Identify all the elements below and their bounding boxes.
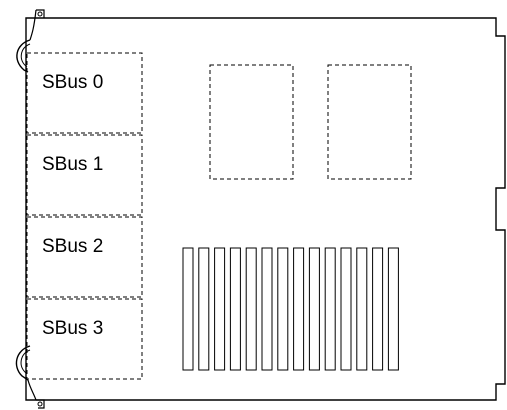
memory-slot[interactable] [308, 247, 320, 371]
memory-slot[interactable] [356, 247, 368, 371]
bottom-ejector-lever[interactable] [15, 345, 45, 409]
memory-slot[interactable] [340, 247, 352, 371]
sbus-slot-1-label: SBus 1 [42, 154, 103, 175]
memory-slot[interactable] [214, 247, 226, 371]
sbus-slot-0[interactable]: SBus 0 [26, 52, 143, 134]
memory-slot[interactable] [324, 247, 336, 371]
sbus-slot-0-label: SBus 0 [42, 72, 103, 93]
processor-socket-left[interactable] [209, 64, 294, 180]
memory-slot[interactable] [277, 247, 289, 371]
sbus-slot-3-label: SBus 3 [42, 318, 103, 339]
memory-slot[interactable] [245, 247, 257, 371]
top-ejector-lever[interactable] [16, 9, 45, 73]
sbus-slot-1[interactable]: SBus 1 [26, 134, 143, 216]
sbus-slot-2-label: SBus 2 [42, 236, 103, 257]
memory-slot[interactable] [387, 247, 399, 371]
memory-slot[interactable] [261, 247, 273, 371]
sbus-slot-2[interactable]: SBus 2 [26, 216, 143, 298]
memory-bank [182, 247, 399, 371]
memory-slot[interactable] [182, 247, 194, 371]
memory-slot[interactable] [293, 247, 305, 371]
memory-slot[interactable] [198, 247, 210, 371]
board-outline [25, 17, 506, 401]
memory-slot[interactable] [372, 247, 384, 371]
memory-slot[interactable] [229, 247, 241, 371]
processor-socket-right[interactable] [327, 64, 412, 180]
sbus-slot-3[interactable]: SBus 3 [26, 298, 143, 380]
